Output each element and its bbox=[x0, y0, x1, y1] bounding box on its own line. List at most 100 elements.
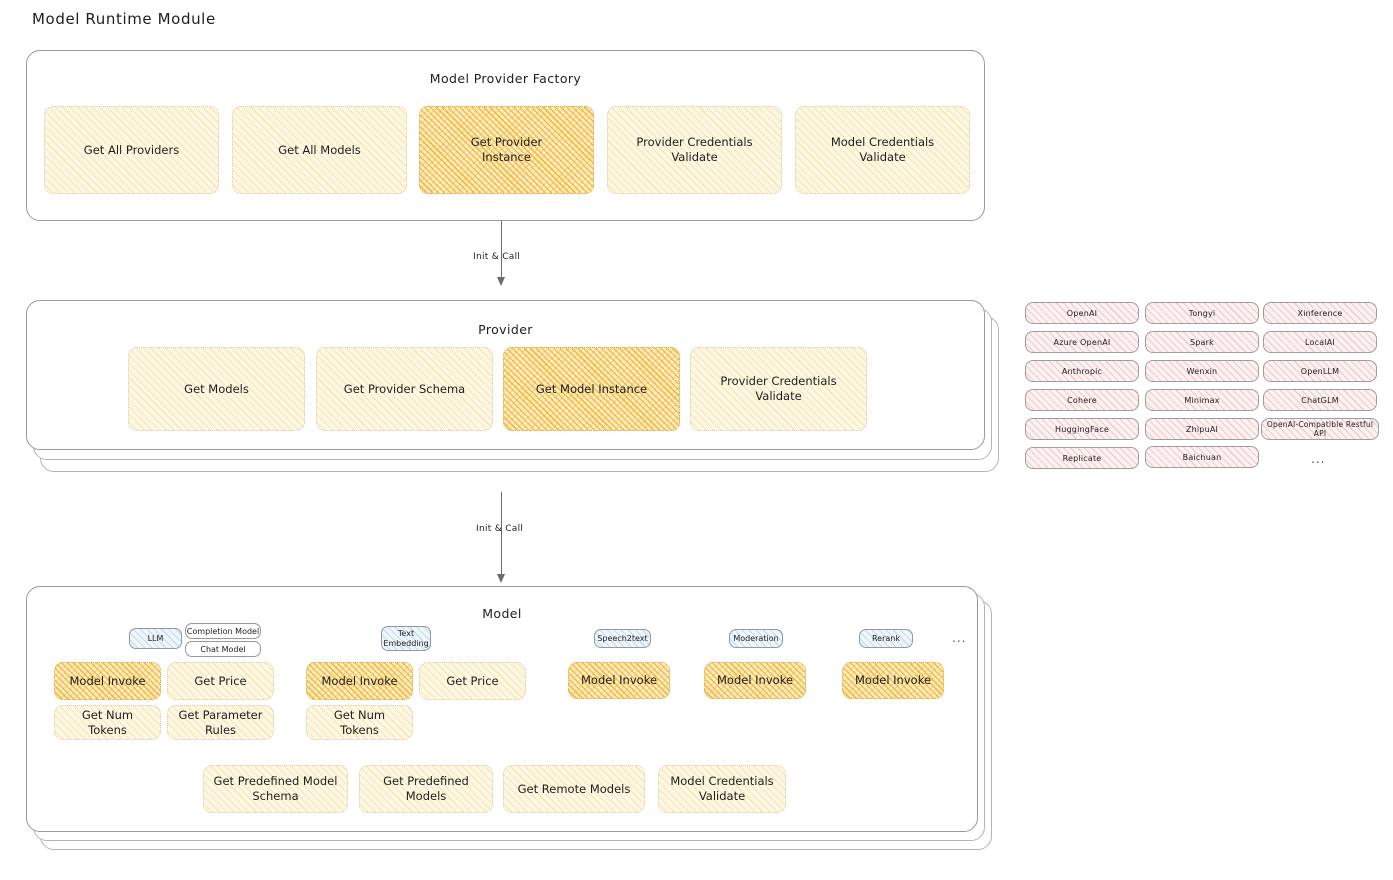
node-label: Model Invoke bbox=[321, 673, 398, 688]
provider-chip-label: OpenAI-Compatible Restful API bbox=[1266, 420, 1374, 438]
node-label: Get Parameter Rules bbox=[178, 707, 263, 737]
tag-label: Moderation bbox=[733, 633, 779, 643]
provider-chip-spark[interactable]: Spark bbox=[1145, 331, 1259, 353]
node-label: Get Provider Schema bbox=[343, 381, 466, 396]
node-label: Model Invoke bbox=[69, 673, 146, 688]
node-label: Get All Providers bbox=[83, 142, 180, 157]
provider-chip-anthropic[interactable]: Anthropic bbox=[1025, 360, 1139, 382]
provider-chip-replicate[interactable]: Replicate bbox=[1025, 447, 1139, 469]
provider-chip-baichuan[interactable]: Baichuan bbox=[1145, 446, 1259, 468]
provider-chip-label: Wenxin bbox=[1186, 366, 1218, 376]
provider-chip-huggingface[interactable]: HuggingFace bbox=[1025, 418, 1139, 440]
node-label: Model Invoke bbox=[716, 673, 794, 688]
model-type-tag-text-embedding[interactable]: Text Embedding bbox=[381, 626, 431, 651]
provider-chip-localai[interactable]: LocalAI bbox=[1263, 331, 1377, 353]
model-title: Model bbox=[482, 606, 522, 621]
factory-node-get-all-models[interactable]: Get All Models bbox=[232, 106, 407, 194]
text-embedding-node-get-num-tokens[interactable]: Get Num Tokens bbox=[306, 705, 413, 740]
provider-chip-wenxin[interactable]: Wenxin bbox=[1145, 360, 1259, 382]
text-embedding-node-get-price[interactable]: Get Price bbox=[419, 662, 526, 700]
arrow-label-init-call-2: Init & Call bbox=[476, 524, 524, 534]
provider-chip-openai[interactable]: OpenAI bbox=[1025, 302, 1139, 324]
provider-chip-label: LocalAI bbox=[1305, 337, 1335, 347]
model-subtag-chat-model[interactable]: Chat Model bbox=[185, 641, 261, 657]
provider-list-more: ... bbox=[1311, 452, 1326, 466]
subtag-label: Chat Model bbox=[200, 644, 246, 654]
provider-node-get-provider-schema[interactable]: Get Provider Schema bbox=[316, 347, 493, 431]
provider-chip-label: OpenAI bbox=[1066, 308, 1098, 318]
moderation-node-model-invoke[interactable]: Model Invoke bbox=[704, 662, 806, 699]
provider-chip-label: Replicate bbox=[1062, 453, 1102, 463]
node-label: Model Credentials Validate bbox=[830, 135, 935, 164]
model-node-get-predefined-models[interactable]: Get Predefined Models bbox=[359, 765, 493, 813]
provider-chip-chatglm[interactable]: ChatGLM bbox=[1263, 389, 1377, 411]
model-node-get-predefined-model-schema[interactable]: Get Predefined Model Schema bbox=[203, 765, 348, 813]
page-title: Model Runtime Module bbox=[32, 10, 216, 28]
provider-chip-label: Cohere bbox=[1067, 395, 1097, 405]
provider-chip-label: Xinference bbox=[1297, 308, 1343, 318]
provider-chip-xinference[interactable]: Xinference bbox=[1263, 302, 1377, 324]
llm-node-get-price[interactable]: Get Price bbox=[167, 662, 274, 700]
factory-node-provider-credentials-validate[interactable]: Provider Credentials Validate bbox=[607, 106, 782, 194]
node-label: Get Predefined Model Schema bbox=[213, 774, 338, 803]
subtag-label: Completion Model bbox=[186, 626, 260, 636]
provider-chip-zhipuai[interactable]: ZhipuAI bbox=[1145, 418, 1259, 440]
provider-chip-label: Minimax bbox=[1184, 395, 1220, 405]
tag-label-line2: Embedding bbox=[383, 638, 429, 648]
arrow-factory-to-provider-line bbox=[501, 221, 503, 278]
provider-chip-label: ZhipuAI bbox=[1185, 424, 1219, 434]
provider-chip-label: ChatGLM bbox=[1301, 395, 1339, 405]
node-label: Model Credentials Validate bbox=[670, 774, 774, 803]
node-label: Get Num Tokens bbox=[333, 707, 386, 737]
provider-title: Provider bbox=[478, 322, 533, 337]
model-node-model-credentials-validate[interactable]: Model Credentials Validate bbox=[658, 765, 786, 813]
tag-label: Speech2text bbox=[597, 633, 648, 643]
tag-label: LLM bbox=[147, 633, 164, 643]
provider-chip-minimax[interactable]: Minimax bbox=[1145, 389, 1259, 411]
factory-node-get-all-providers[interactable]: Get All Providers bbox=[44, 106, 219, 194]
tag-label: Rerank bbox=[871, 633, 900, 643]
model-type-tag-llm[interactable]: LLM bbox=[129, 628, 182, 649]
text-embedding-node-model-invoke[interactable]: Model Invoke bbox=[306, 662, 413, 700]
model-node-get-remote-models[interactable]: Get Remote Models bbox=[503, 765, 645, 813]
model-type-tag-speech2text[interactable]: Speech2text bbox=[594, 629, 651, 648]
factory-node-model-credentials-validate[interactable]: Model Credentials Validate bbox=[795, 106, 970, 194]
node-label: Get Provider Instance bbox=[470, 135, 543, 164]
provider-chip-label: Spark bbox=[1190, 337, 1214, 347]
model-types-more: ... bbox=[952, 631, 967, 645]
provider-chip-azure-openai[interactable]: Azure OpenAI bbox=[1025, 331, 1139, 353]
llm-node-model-invoke[interactable]: Model Invoke bbox=[54, 662, 161, 700]
provider-chip-tongyi[interactable]: Tongyi bbox=[1145, 302, 1259, 324]
node-label: Get Predefined Models bbox=[383, 774, 469, 803]
node-label: Provider Credentials Validate bbox=[636, 135, 753, 164]
node-label: Get Price bbox=[194, 673, 247, 688]
model-type-tag-rerank[interactable]: Rerank bbox=[859, 629, 913, 648]
node-label: Get All Models bbox=[278, 142, 361, 157]
node-label: Get Remote Models bbox=[517, 781, 631, 796]
node-label: Model Invoke bbox=[854, 673, 932, 688]
provider-chip-openai-compatible-restful-api[interactable]: OpenAI-Compatible Restful API bbox=[1261, 418, 1379, 440]
factory-node-get-provider-instance[interactable]: Get Provider Instance bbox=[419, 106, 594, 194]
rerank-node-model-invoke[interactable]: Model Invoke bbox=[842, 662, 944, 699]
model-subtag-completion-model[interactable]: Completion Model bbox=[185, 623, 261, 639]
node-label: Get Model Instance bbox=[535, 381, 648, 396]
provider-chip-label: Baichuan bbox=[1182, 452, 1222, 462]
tag-label-line1: Text bbox=[397, 628, 415, 638]
provider-node-get-models[interactable]: Get Models bbox=[128, 347, 305, 431]
provider-chip-label: Azure OpenAI bbox=[1053, 337, 1111, 347]
provider-chip-cohere[interactable]: Cohere bbox=[1025, 389, 1139, 411]
llm-node-get-parameter-rules[interactable]: Get Parameter Rules bbox=[167, 705, 274, 740]
provider-node-provider-credentials-validate[interactable]: Provider Credentials Validate bbox=[690, 347, 867, 431]
node-label: Get Price bbox=[446, 673, 499, 688]
provider-chip-openllm[interactable]: OpenLLM bbox=[1263, 360, 1377, 382]
node-label: Provider Credentials Validate bbox=[720, 374, 837, 403]
arrow-label-init-call-1: Init & Call bbox=[473, 252, 521, 262]
model-type-tag-moderation[interactable]: Moderation bbox=[729, 629, 783, 648]
provider-chip-label: OpenLLM bbox=[1300, 366, 1340, 376]
arrow-provider-to-model-line bbox=[501, 492, 503, 576]
provider-chip-label: Tongyi bbox=[1188, 308, 1216, 318]
provider-chip-label: HuggingFace bbox=[1055, 424, 1109, 434]
speech2text-node-model-invoke[interactable]: Model Invoke bbox=[568, 662, 670, 699]
provider-node-get-model-instance[interactable]: Get Model Instance bbox=[503, 347, 680, 431]
llm-node-get-num-tokens[interactable]: Get Num Tokens bbox=[54, 705, 161, 740]
